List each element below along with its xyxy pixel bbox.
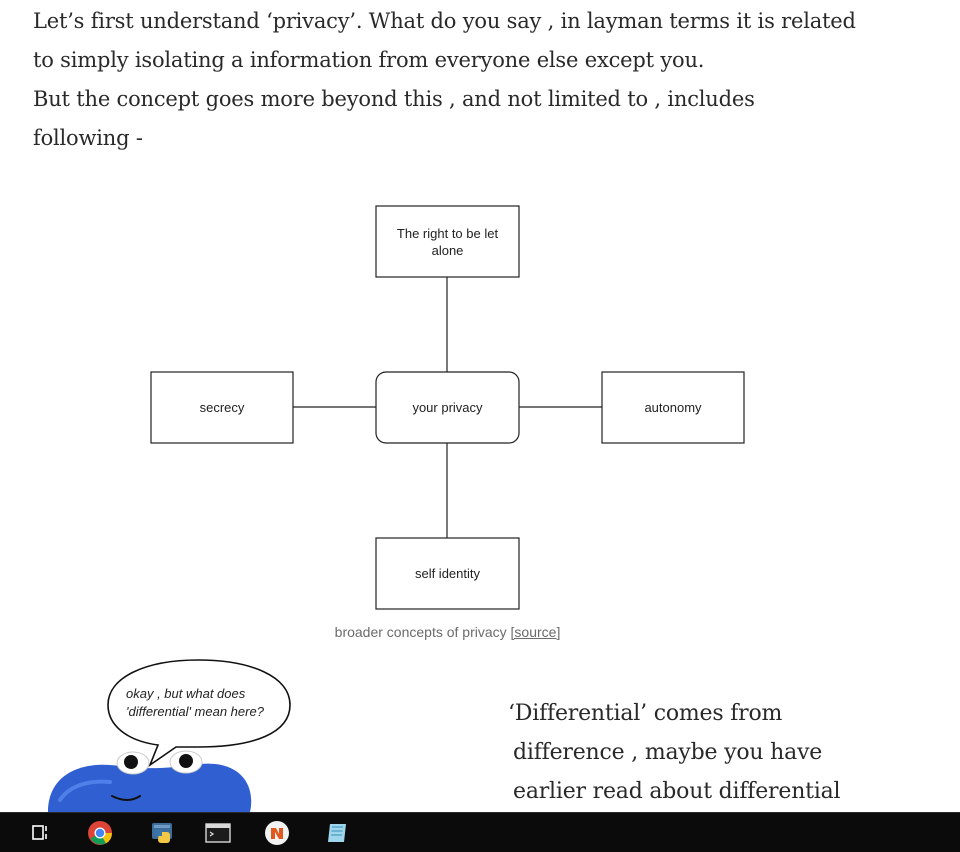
source-link[interactable]: [source]: [510, 624, 561, 640]
notepad-icon: [328, 823, 346, 842]
chrome-icon: [88, 820, 112, 845]
diagram-box-right: autonomy: [601, 371, 745, 444]
right-line: earlier read about differential: [513, 779, 841, 804]
top-box-line-1: The right to be let: [397, 226, 499, 241]
right-box-label: autonomy: [644, 400, 702, 415]
privacy-diagram: The right to be let alone secrecy your p…: [48, 205, 745, 812]
diagram-box-left: secrecy: [150, 371, 294, 444]
diagram-box-top: The right to be let alone: [375, 205, 520, 278]
speech-bubble: okay , but what does 'differential' mean…: [107, 659, 291, 768]
bubble-line-2: 'differential' mean here?: [126, 704, 265, 719]
differential-paragraph: ‘Differential’ comes from difference , m…: [508, 694, 928, 811]
windows-taskbar: [0, 812, 960, 852]
intro-line: following -: [33, 126, 143, 150]
bottom-box-label: self identity: [415, 566, 481, 581]
chrome-button[interactable]: [78, 813, 122, 852]
notepad-button[interactable]: [315, 813, 359, 852]
python-icon: [152, 822, 172, 843]
terminal-icon: [205, 822, 231, 843]
comic-character: [48, 750, 252, 812]
diagram-caption: broader concepts of privacy [source]: [0, 624, 895, 640]
right-line: ‘Differential’ comes from: [508, 701, 783, 726]
bubble-line-1: okay , but what does: [126, 686, 246, 701]
caption-text: broader concepts of privacy: [334, 624, 511, 640]
top-box-line-2: alone: [432, 243, 464, 258]
intro-paragraph: Let’s first understand ‘privacy’. What d…: [33, 2, 913, 158]
center-box-label: your privacy: [412, 400, 483, 415]
left-box-label: secrecy: [200, 400, 245, 415]
brave-button[interactable]: [255, 813, 299, 852]
terminal-button[interactable]: [196, 813, 240, 852]
right-line: difference , maybe you have: [513, 740, 823, 765]
diagram-box-bottom: self identity: [375, 537, 520, 610]
brave-icon: [265, 820, 289, 845]
intro-line: Let’s first understand ‘privacy’. What d…: [33, 9, 856, 33]
diagram-box-center: your privacy: [375, 371, 520, 444]
intro-line: But the concept goes more beyond this , …: [33, 87, 755, 111]
task-view-icon: [32, 824, 47, 840]
intro-line: to simply isolating a information from e…: [33, 48, 705, 72]
python-button[interactable]: [140, 813, 184, 852]
task-view-button[interactable]: [20, 813, 64, 852]
